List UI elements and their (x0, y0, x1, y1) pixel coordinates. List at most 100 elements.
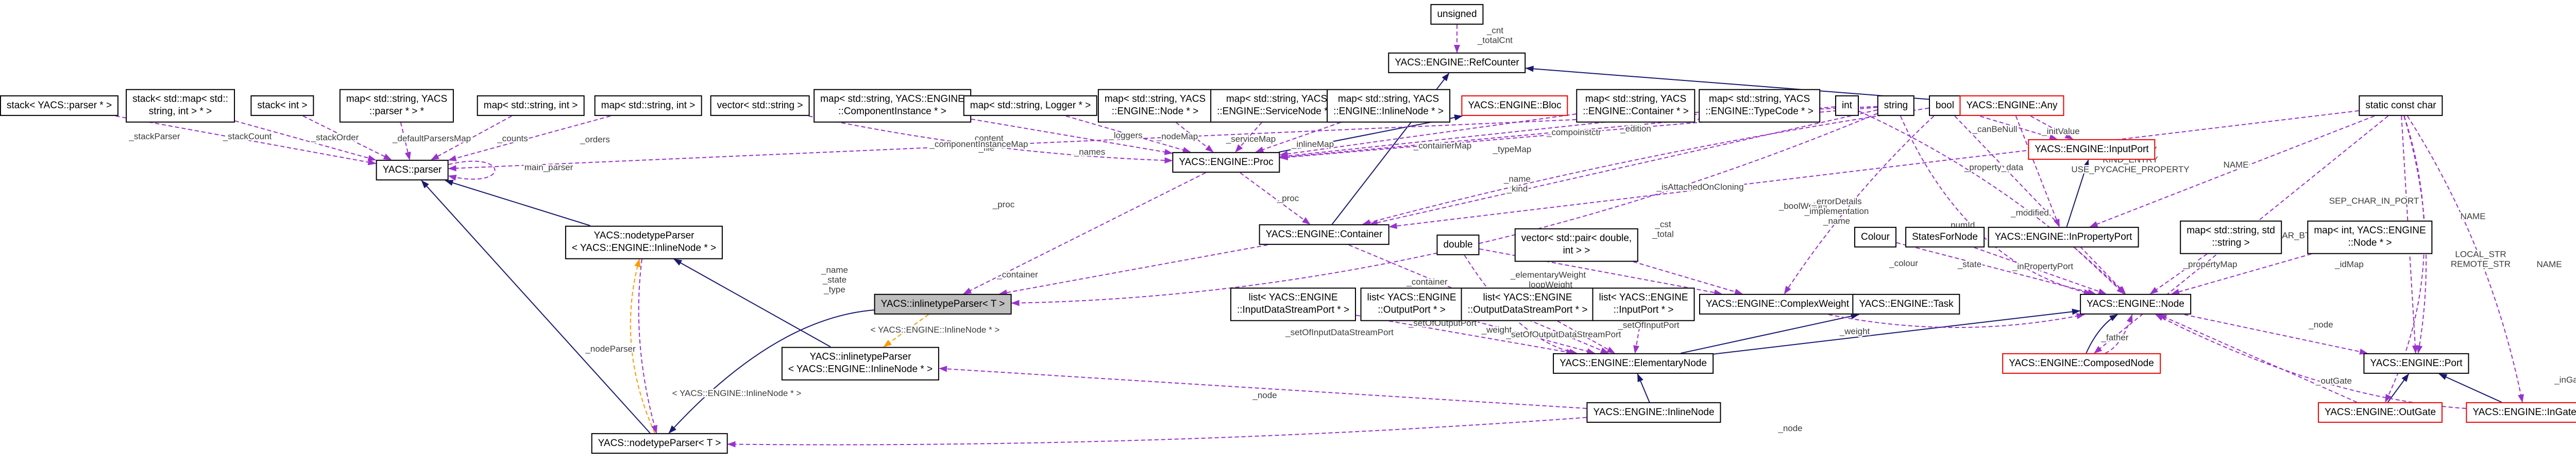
class-box-map_inline[interactable]: map< std::string, YACS ::ENGINE::InlineN… (1327, 89, 1450, 123)
class-box-map_str_str[interactable]: map< std::string, std ::string > (2180, 220, 2282, 254)
class-box-list_outport[interactable]: list< YACS::ENGINE ::OutputPort * > (1360, 287, 1463, 321)
class-box-elementary[interactable]: YACS::ENGINE::ElementaryNode (1553, 353, 1714, 374)
edge-label: NAME (2223, 160, 2248, 170)
edge-label: _modified (2010, 208, 2049, 218)
class-box-proc[interactable]: YACS::ENGINE::Proc (1172, 152, 1280, 173)
edge-label: _containerMap (1413, 141, 1471, 151)
class-box-sconst[interactable]: static const char (2359, 95, 2443, 117)
edge-label: _node (1777, 423, 1802, 433)
edge-colour-node (1896, 242, 2096, 295)
edge-label: _property_data (1964, 162, 2024, 172)
class-box-refcounter[interactable]: YACS::ENGINE::RefCounter (1388, 52, 1526, 74)
edge-inline_node-elementary (1637, 373, 1650, 403)
class-box-vector_string[interactable]: vector< std::string > (710, 95, 810, 117)
edge-label: _setOfInputDataStreamPort (1285, 327, 1394, 337)
edge-label: _counts (497, 134, 528, 143)
edge-label: _propertyMap (2183, 259, 2238, 269)
edge-parser-parser (448, 160, 496, 181)
class-box-inline_node[interactable]: YACS::ENGINE::InlineNode (1586, 402, 1721, 423)
class-box-colour[interactable]: Colour (1854, 226, 1896, 248)
class-box-map_service[interactable]: map< std::string, YACS ::ENGINE::Service… (1210, 89, 1343, 123)
edge-bool_box-node (1954, 116, 2126, 294)
edge-vector_string-proc (808, 116, 1173, 164)
class-box-composed[interactable]: YACS::ENGINE::ComposedNode (2002, 353, 2161, 374)
edge-any-inputport (2030, 116, 2074, 140)
edge-int_box-node (1858, 110, 2126, 294)
class-box-int_box[interactable]: int (1835, 95, 1859, 117)
edge-label: _nodeParser (585, 344, 636, 354)
class-box-bool_box[interactable]: bool (1929, 95, 1961, 117)
edge-nodetypeParser_inline-nodetypeParser_T (638, 259, 657, 434)
class-box-any[interactable]: YACS::ENGINE::Any (1959, 95, 2064, 117)
edge-node-port (2184, 314, 2368, 355)
edge-label: < YACS::ENGINE::InlineNode * > (871, 325, 1000, 335)
class-box-parser[interactable]: YACS::parser (376, 159, 449, 181)
class-box-inlinetypeParser_T[interactable]: YACS::inlinetypeParser< T > (874, 293, 1012, 315)
edge-label: _boolWeight (1778, 201, 1827, 211)
class-box-complexweight[interactable]: YACS::ENGINE::ComplexWeight (1699, 293, 1856, 315)
class-box-stack_map[interactable]: stack< std::map< std:: string, int > * > (126, 89, 235, 123)
edge-elementary-task (1680, 313, 1859, 354)
class-box-unsigned[interactable]: unsigned (1430, 4, 1484, 25)
edge-bool_box-complexweight (1784, 116, 1935, 294)
class-box-list_odsp[interactable]: list< YACS::ENGINE ::OutputDataStreamPor… (1461, 287, 1595, 321)
edge-label: _father (2101, 333, 2129, 342)
edge-complexweight-node (1828, 313, 2085, 328)
class-box-map_nodemap[interactable]: map< std::string, YACS ::ENGINE::Node * … (1097, 89, 1213, 123)
edge-label: _setOfOutputDataStreamPort (1506, 330, 1621, 339)
edge-map_str_str-node (2149, 253, 2208, 294)
edge-int_box-proc (1279, 106, 1836, 160)
class-box-nodetypeParser_inline[interactable]: YACS::nodetypeParser < YACS::ENGINE::Inl… (565, 225, 723, 259)
class-box-map_counts[interactable]: map< std::string, int > (477, 95, 585, 117)
class-box-node[interactable]: YACS::ENGINE::Node (2080, 293, 2191, 315)
class-box-task[interactable]: YACS::ENGINE::Task (1852, 293, 1960, 315)
edge-label: _idMap (2334, 259, 2364, 269)
class-box-inprop[interactable]: YACS::ENGINE::InPropertyPort (1988, 226, 2139, 248)
class-box-inlinetypeParser_inline[interactable]: YACS::inlinetypeParser < YACS::ENGINE::I… (781, 347, 940, 381)
edge-label: _container (1406, 277, 1448, 287)
class-box-stack_int[interactable]: stack< int > (250, 95, 314, 117)
edge-bool_box-container (1362, 107, 1929, 225)
class-box-map_typecode[interactable]: map< std::string, YACS ::ENGINE::TypeCod… (1699, 89, 1820, 123)
edge-label: _name_state_type (821, 265, 848, 294)
edge-double_box-elementary (1464, 255, 1578, 355)
class-box-list_inport[interactable]: list< YACS::ENGINE ::InputPort * > (1592, 287, 1695, 321)
class-box-string_box[interactable]: string (1877, 95, 1915, 117)
class-box-map_logger[interactable]: map< std::string, Logger * > (963, 95, 1098, 117)
edge-label: _name_kind (1503, 174, 1531, 194)
class-box-container[interactable]: YACS::ENGINE::Container (1259, 224, 1389, 245)
class-box-map_int_node[interactable]: map< int, YACS::ENGINE ::Node * > (2307, 220, 2433, 254)
edge-proc-inlinetypeParser_T (963, 172, 1206, 294)
edge-map_counts-parser (430, 116, 512, 160)
edge-map_logger-proc (1065, 116, 1191, 153)
edge-label: _stackParser (128, 132, 180, 141)
edge-label: _componentInstanceMap (929, 139, 1028, 149)
class-box-map_compinst[interactable]: map< std::string, YACS::ENGINE ::Compone… (814, 89, 971, 123)
class-box-stack_parser[interactable]: stack< YACS::parser * > (0, 95, 119, 117)
class-box-vec_pair[interactable]: vector< std::pair< double, int > > (1514, 228, 1639, 262)
edge-map_container-proc (1279, 113, 1577, 157)
edge-nodetypeParser_T-parser (421, 180, 651, 434)
edge-proc-container (1240, 172, 1311, 225)
class-box-ingate[interactable]: YACS::ENGINE::InGate (2466, 402, 2576, 423)
edge-label: _container (996, 270, 1038, 280)
class-box-bloc[interactable]: YACS::ENGINE::Bloc (1461, 95, 1568, 117)
class-box-states[interactable]: StatesForNode (1905, 226, 1985, 248)
class-box-list_idsp[interactable]: list< YACS::ENGINE ::InputDataStreamPort… (1230, 287, 1357, 321)
edge-any-inprop (2015, 116, 2060, 227)
class-box-port[interactable]: YACS::ENGINE::Port (2363, 353, 2469, 374)
edge-composed-node (2086, 314, 2118, 354)
class-box-inputport[interactable]: YACS::ENGINE::InputPort (2028, 139, 2156, 160)
edge-map_nodemap-proc (1176, 122, 1214, 153)
class-box-map_parser_ptr[interactable]: map< std::string, YACS ::parser * > * (339, 89, 454, 123)
edge-label: _weight (1839, 326, 1870, 336)
class-box-nodetypeParser_T[interactable]: YACS::nodetypeParser< T > (591, 433, 728, 454)
class-box-double_box[interactable]: double (1436, 234, 1480, 256)
edge-label: _weight (1481, 325, 1512, 335)
class-box-map_container[interactable]: map< std::string, YACS ::ENGINE::Contain… (1576, 89, 1696, 123)
edge-label: _serviceMap (1226, 134, 1276, 144)
class-box-outgate[interactable]: YACS::ENGINE::OutGate (2317, 402, 2443, 423)
edge-label: _compoinstctr (1546, 127, 1601, 137)
edge-label: _orders (580, 135, 610, 144)
class-box-map_orders[interactable]: map< std::string, int > (594, 95, 702, 117)
